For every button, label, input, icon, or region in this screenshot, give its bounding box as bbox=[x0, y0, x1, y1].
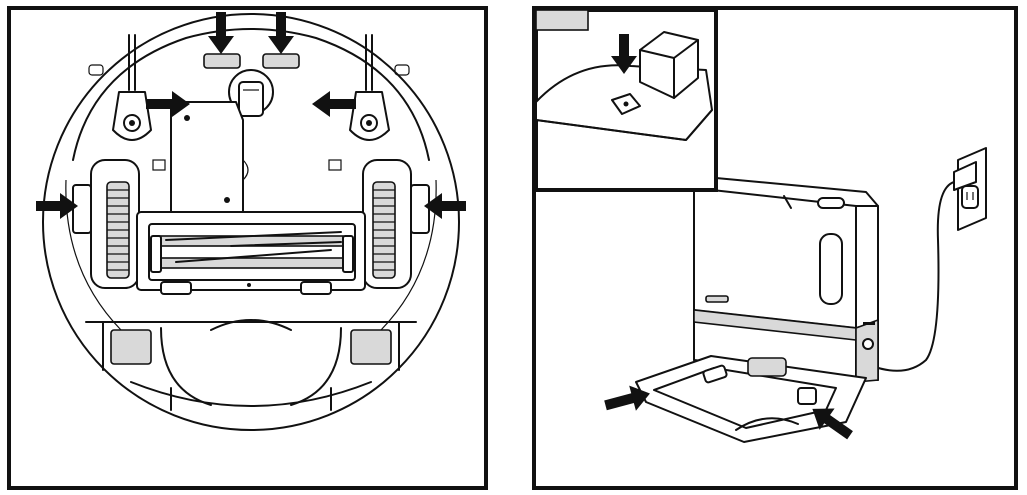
arrow-icon bbox=[604, 385, 650, 411]
front-caster-wheel bbox=[228, 69, 274, 117]
inset-station-corner bbox=[536, 10, 589, 31]
arrow-icon bbox=[268, 12, 294, 54]
arrow-icon bbox=[208, 12, 234, 54]
side-brush-right bbox=[349, 34, 390, 141]
charging-contact-left bbox=[702, 364, 728, 384]
robot-inner-rim bbox=[72, 28, 430, 161]
arrow-icon bbox=[611, 34, 637, 74]
base-station-panel bbox=[532, 6, 1018, 490]
arrow-icon bbox=[146, 91, 190, 117]
bin-window bbox=[819, 233, 843, 305]
inset-dock-block bbox=[639, 31, 699, 99]
inset-detail bbox=[536, 10, 718, 192]
battery-cover bbox=[170, 101, 249, 216]
arrow-icon bbox=[812, 408, 853, 440]
drive-wheel-right bbox=[362, 159, 430, 289]
top-sensor-right bbox=[262, 53, 300, 69]
base-station-body bbox=[693, 177, 879, 383]
base-station-illustration bbox=[536, 10, 987, 443]
dustbin-vent-right bbox=[350, 329, 392, 365]
power-plug-icon bbox=[871, 161, 977, 372]
dustbin-handle-curves bbox=[160, 327, 342, 406]
evacuation-port bbox=[747, 357, 787, 377]
arrow-icon bbox=[36, 193, 78, 219]
arrow-icon bbox=[424, 193, 466, 219]
dustbin-vent-left bbox=[110, 329, 152, 365]
brush-roll bbox=[136, 211, 366, 295]
charging-contact-right bbox=[797, 387, 817, 405]
robot-underside-panel bbox=[7, 6, 488, 490]
side-brush-left bbox=[112, 34, 152, 141]
arrow-icon bbox=[312, 91, 356, 117]
power-outlet-icon bbox=[957, 147, 987, 231]
robot-underside-illustration bbox=[36, 12, 466, 431]
robot-outer-rim bbox=[42, 13, 460, 431]
top-sensor-left bbox=[203, 53, 241, 69]
base-station-ramp bbox=[635, 355, 867, 443]
drive-wheel-left bbox=[72, 159, 140, 289]
